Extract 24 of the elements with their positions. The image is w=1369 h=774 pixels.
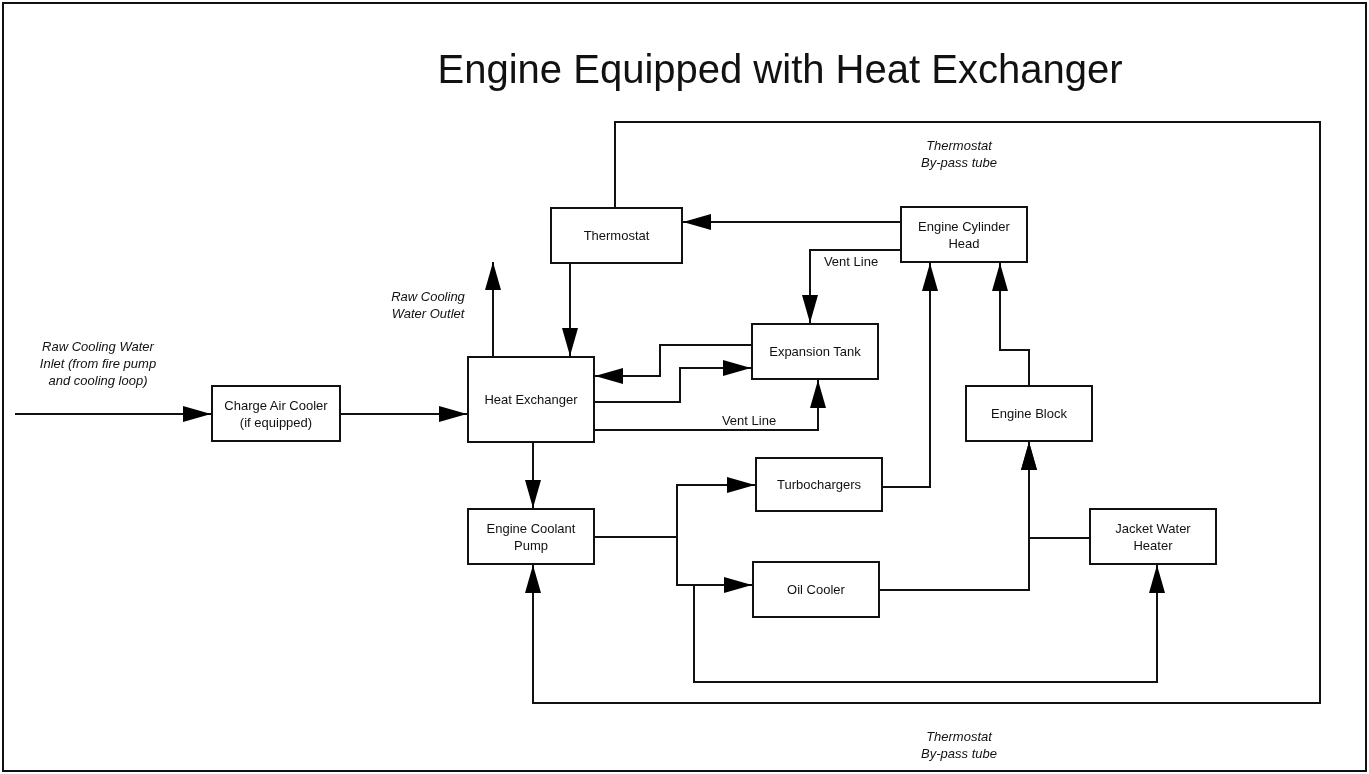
flow-arrow (594, 344, 752, 384)
process-box: Heat Exchanger (467, 356, 595, 443)
flow-arrow (882, 262, 938, 488)
process-box: Engine Cylinder Head (900, 206, 1028, 263)
process-box: Oil Cooler (752, 561, 880, 618)
flow-arrow (525, 121, 1321, 704)
flow-arrow (525, 442, 541, 509)
flow-arrow (802, 249, 901, 324)
process-box: Thermostat (550, 207, 683, 264)
flow-arrow (992, 262, 1030, 386)
flow-arrow (682, 214, 901, 230)
process-box: Jacket Water Heater (1089, 508, 1217, 565)
flow-arrow (562, 263, 578, 357)
flow-arrow (594, 360, 752, 403)
process-box: Engine Coolant Pump (467, 508, 595, 565)
flow-arrow (594, 379, 826, 431)
process-box: Charge Air Cooler (if equipped) (211, 385, 341, 442)
process-box: Engine Block (965, 385, 1093, 442)
process-box: Turbochargers (755, 457, 883, 512)
flow-arrow (340, 406, 468, 422)
process-box: Expansion Tank (751, 323, 879, 380)
flow-arrow (485, 261, 501, 357)
flow-arrow (14, 406, 212, 422)
diagram-title: Engine Equipped with Heat Exchanger (436, 46, 1124, 93)
